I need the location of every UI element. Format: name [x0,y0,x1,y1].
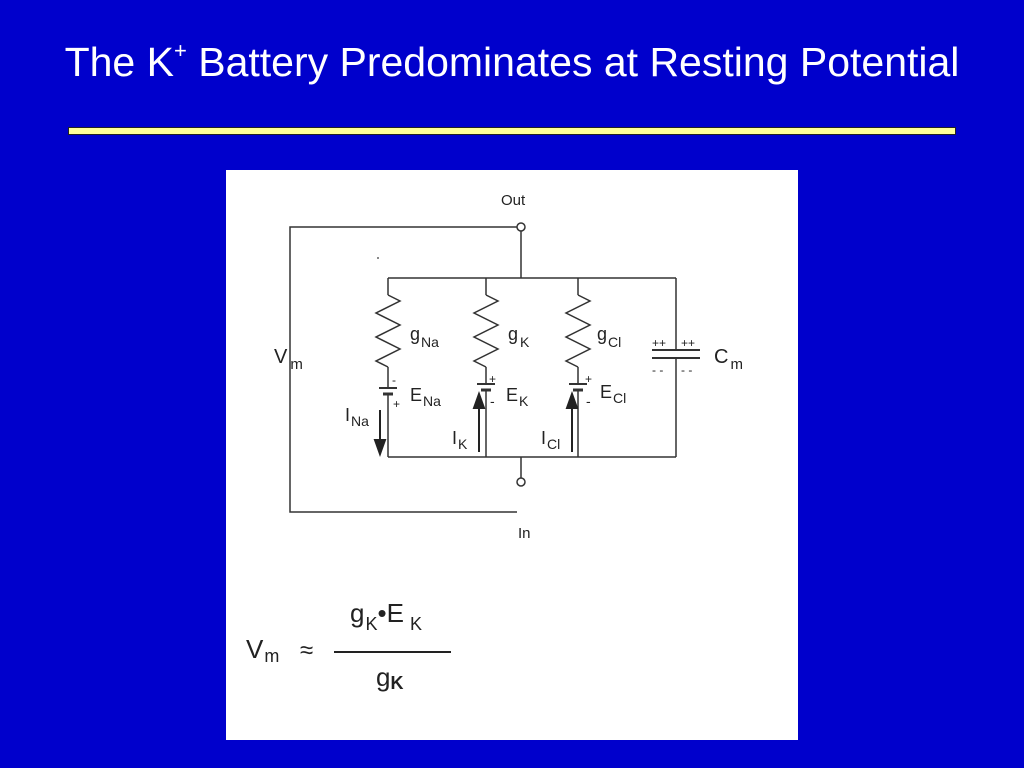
eq-approx: ≈ [300,637,313,664]
eq-denominator: gK [376,662,403,693]
na-polarity-top: - [392,373,396,387]
gna-label: gNa [410,324,439,350]
title-main: The K [64,39,174,85]
title-underline [68,127,956,135]
k-resistor [472,294,500,368]
cl-polarity-top: + [585,372,592,386]
cap-plus-left: ++ [652,336,666,350]
k-polarity-bottom: - [490,393,495,409]
title-superscript: + [173,38,187,63]
cap-plus-right: ++ [681,336,695,350]
stray-dot [377,257,379,259]
out-label: Out [501,192,526,209]
na-polarity-bottom: + [393,397,400,411]
in-terminal [516,477,526,487]
icl-arrow-head [565,391,579,409]
slide-title: The K+ Battery Predominates at Resting P… [0,38,1024,86]
ina-arrow-head [373,439,387,457]
k-polarity-top: + [489,372,496,386]
eq-lhs: Vm [246,634,279,666]
ik-arrow-head [472,391,486,409]
ik-label: IK [452,428,468,452]
na-resistor [374,294,402,368]
current-arrows [373,391,579,457]
icl-label: ICl [541,428,560,452]
cap-minus-left: - - [652,363,663,377]
gcl-label: gCl [597,324,621,350]
in-label: In [518,525,531,542]
ina-label: INa [345,405,369,429]
circuit-wires [289,226,700,513]
vm-outer-loop [289,226,517,513]
cap-minus-right: - - [681,363,692,377]
cl-polarity-bottom: - [586,393,591,409]
ena-label: ENa [410,385,441,409]
ecl-label: ECl [600,382,626,406]
out-terminal [516,222,526,232]
title-rest: Battery Predominates at Resting Potentia… [186,39,960,85]
cl-resistor [564,294,592,368]
ek-label: EK [506,385,529,409]
